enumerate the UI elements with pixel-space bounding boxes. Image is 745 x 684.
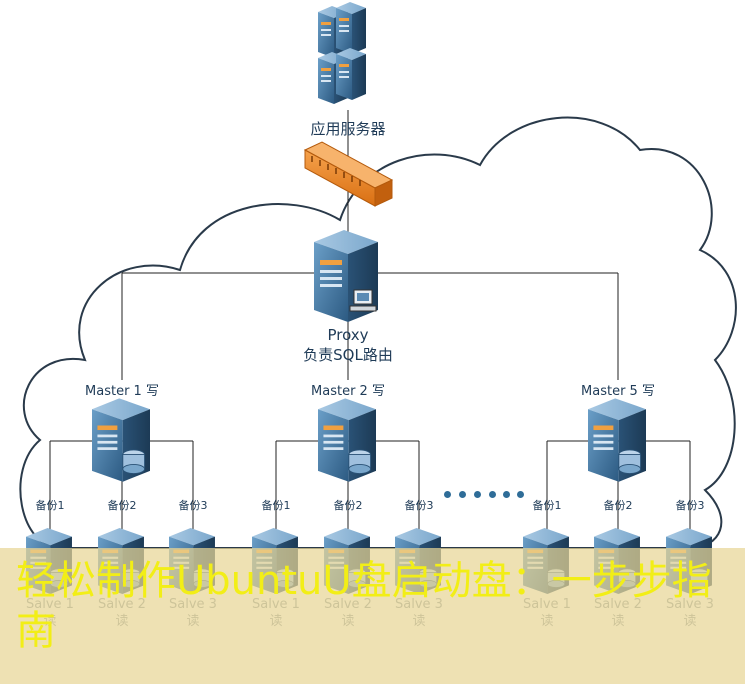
proxy-name: Proxy (327, 326, 369, 344)
backup-label: 备份1 (261, 499, 291, 512)
backup-label: 备份3 (178, 499, 208, 512)
firewall-icon (303, 141, 394, 207)
banner-overlay (0, 548, 745, 684)
backup-label: 备份2 (603, 499, 633, 512)
proxy-label: Proxy 负责SQL路由 (303, 325, 393, 365)
master-label: Master 1 写 (85, 384, 159, 399)
master-label: Master 2 写 (311, 384, 385, 399)
backup-label: 备份3 (404, 499, 434, 512)
backup-label: 备份3 (675, 499, 705, 512)
master-server-icon (92, 398, 150, 482)
backup-label: 备份1 (532, 499, 562, 512)
proxy-description: 负责SQL路由 (303, 346, 393, 364)
master-label: Master 5 写 (581, 384, 655, 399)
backup-label: 备份1 (35, 499, 65, 512)
computer-icon (349, 289, 377, 312)
master-server-icon (318, 398, 376, 482)
backup-label: 备份2 (333, 499, 363, 512)
app-server-label: 应用服务器 (310, 120, 386, 138)
app-server-icon (318, 2, 366, 104)
proxy-server-icon (314, 230, 378, 322)
banner-title: 轻松制作UbuntuU盘启动盘：一步步指南 (16, 558, 712, 654)
network-cloud (19, 116, 737, 549)
master-server-icon (588, 398, 646, 482)
backup-label: 备份2 (107, 499, 137, 512)
